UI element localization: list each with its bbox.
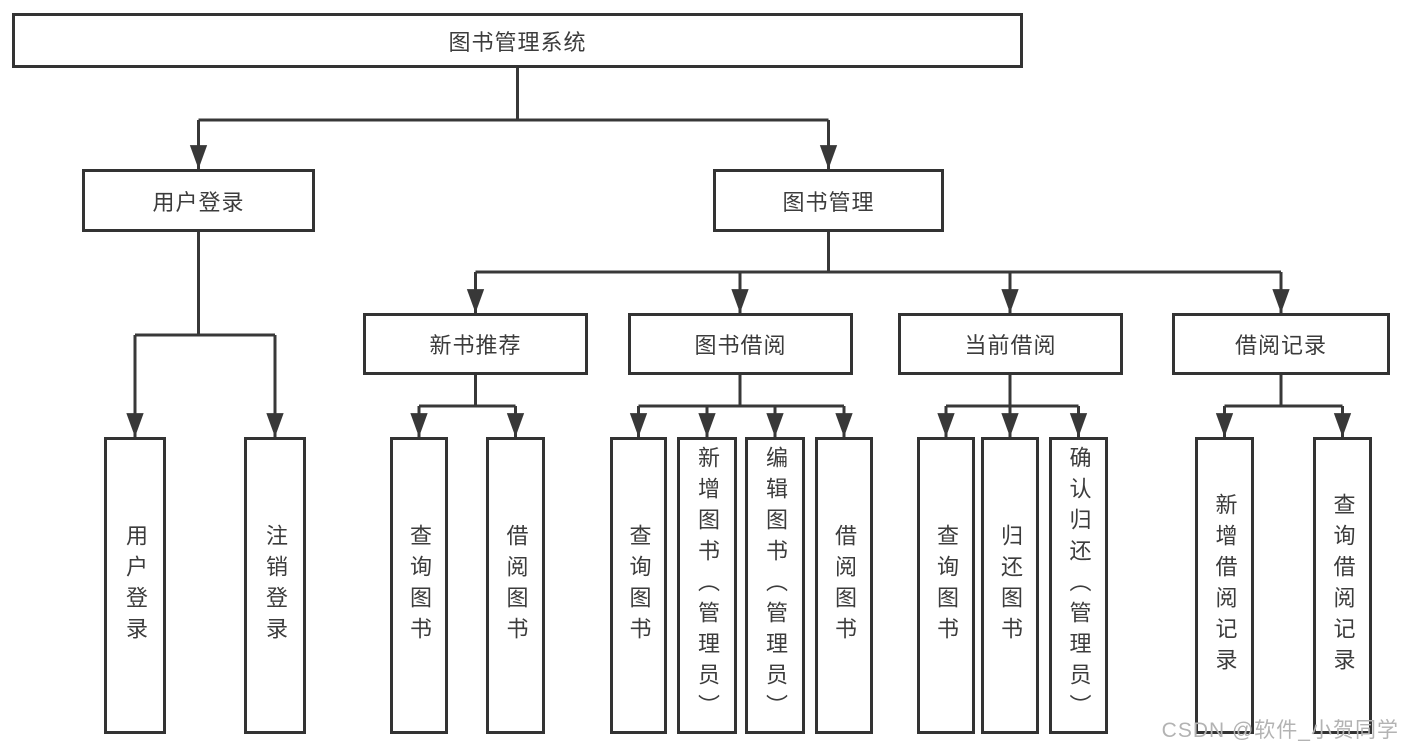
- node-current-borrow: 当前借阅: [898, 313, 1123, 375]
- leaf-add-borrow-record: 新增借阅记录: [1195, 437, 1254, 734]
- node-borrow-records: 借阅记录: [1172, 313, 1390, 375]
- leaf-user-login-label: 用户登录: [123, 523, 148, 648]
- leaf-query-borrow-record: 查询借阅记录: [1313, 437, 1372, 734]
- node-library-management-system: 图书管理系统: [12, 13, 1023, 68]
- node-book-management: 图书管理: [713, 169, 944, 232]
- csdn-watermark: CSDN @软件_小贺同学: [1161, 719, 1399, 742]
- leaf-query-books-recommend: 查询图书: [390, 437, 448, 734]
- connector-book-management-children: [466, 232, 1290, 313]
- node-user-login: 用户登录: [82, 169, 315, 232]
- connector-user-login-children: [126, 232, 284, 437]
- leaf-query-books-current: 查询图书: [917, 437, 975, 734]
- leaf-add-books-admin-label: 新增图书（管理员）: [695, 446, 720, 725]
- leaf-borrow-books-recommend: 借阅图书: [486, 437, 545, 734]
- leaf-add-borrow-record-label: 新增借阅记录: [1212, 492, 1238, 679]
- connector-new-book-recommend-children: [410, 375, 525, 437]
- connector-book-borrow-children: [629, 375, 853, 437]
- leaf-logout-label: 注销登录: [263, 523, 288, 648]
- leaf-query-books-borrow: 查询图书: [610, 437, 667, 734]
- leaf-confirm-return-admin: 确认归还（管理员）: [1049, 437, 1108, 734]
- leaf-confirm-return-admin-label: 确认归还（管理员）: [1066, 446, 1092, 725]
- leaf-edit-books-admin-label: 编辑图书（管理员）: [763, 446, 788, 725]
- connector-borrow-records-children: [1215, 375, 1352, 437]
- leaf-logout: 注销登录: [244, 437, 306, 734]
- connector-current-borrow-children: [937, 375, 1088, 437]
- leaf-borrow-books-label: 借阅图书: [832, 523, 857, 648]
- leaf-query-books-recommend-label: 查询图书: [407, 523, 432, 648]
- leaf-borrow-books: 借阅图书: [815, 437, 873, 734]
- node-book-borrow: 图书借阅: [628, 313, 853, 375]
- node-new-book-recommend: 新书推荐: [363, 313, 588, 375]
- leaf-add-books-admin: 新增图书（管理员）: [677, 437, 737, 734]
- leaf-return-books: 归还图书: [981, 437, 1039, 734]
- leaf-query-books-borrow-label: 查询图书: [626, 523, 652, 648]
- leaf-edit-books-admin: 编辑图书（管理员）: [745, 437, 805, 734]
- leaf-user-login: 用户登录: [104, 437, 166, 734]
- leaf-query-books-current-label: 查询图书: [934, 523, 959, 648]
- leaf-query-borrow-record-label: 查询借阅记录: [1330, 492, 1356, 679]
- leaf-borrow-books-recommend-label: 借阅图书: [503, 523, 529, 648]
- connector-root-to-level2: [189, 68, 838, 169]
- leaf-return-books-label: 归还图书: [998, 523, 1023, 648]
